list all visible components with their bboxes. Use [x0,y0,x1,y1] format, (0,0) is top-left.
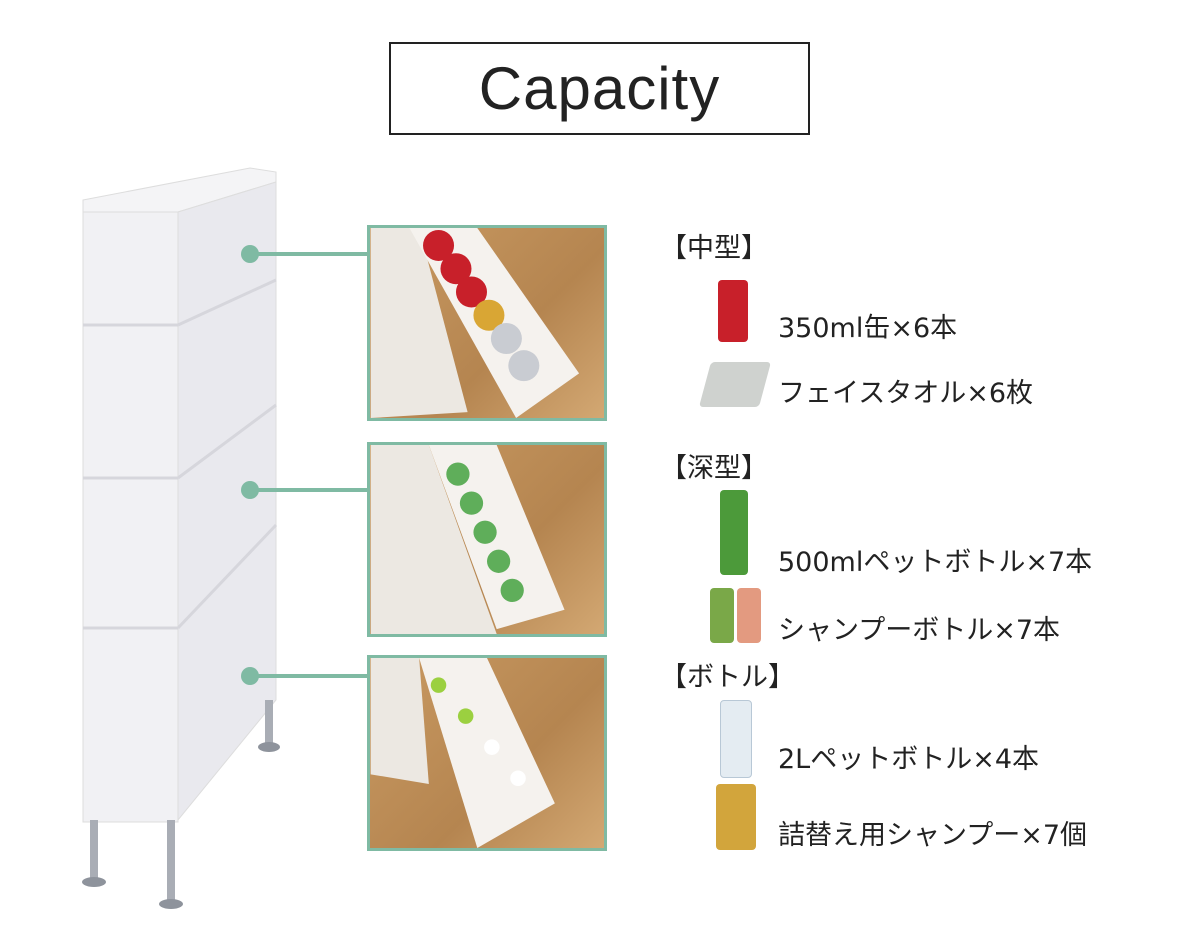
capacity-item: 詰替え用シャンプー×7個 [778,820,1087,851]
connector-line [250,252,368,256]
refill-pouch-icon [716,784,756,850]
water-bottle-2l-icon [720,700,752,778]
cola-can-icon [718,280,748,342]
section-heading-bottle: 【ボトル】 [660,662,795,693]
storage-cabinet-image [82,167,280,909]
medium-drawer-photo [367,225,607,421]
connector-line [250,674,368,678]
capacity-item: シャンプーボトル×7本 [778,615,1060,646]
capacity-item: 350ml缶×6本 [778,313,958,344]
connector-line [250,488,368,492]
section-heading-medium: 【中型】 [660,233,768,264]
deep-drawer-photo [367,442,607,637]
page-title: Capacity [389,42,810,135]
capacity-item: 2Lペットボトル×4本 [778,744,1040,775]
section-heading-deep: 【深型】 [660,453,768,484]
capacity-item: フェイスタオル×6枚 [778,378,1033,409]
shampoo-bottle-icon [710,588,734,643]
green-tea-bottle-icon [720,490,748,575]
shampoo-bottle-icon [737,588,761,643]
capacity-item: 500mlペットボトル×7本 [778,547,1093,578]
face-towel-icon [698,362,772,407]
bottle-drawer-photo [367,655,607,851]
